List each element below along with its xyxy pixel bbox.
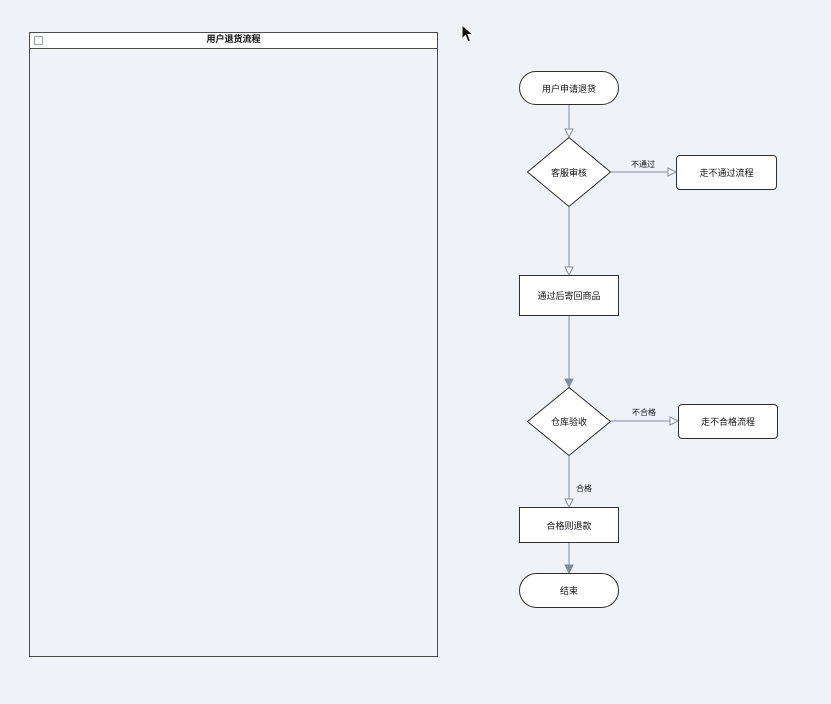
pool-title: 用户退货流程 <box>206 35 261 45</box>
node-refund[interactable]: 合格则退款 <box>519 507 619 543</box>
pool-container[interactable]: 用户退货流程 <box>29 32 438 657</box>
node-inspect[interactable]: 仓库验收 <box>527 387 611 456</box>
diamond-shape <box>527 387 611 456</box>
node-unqualified-flow[interactable]: 走不合格流程 <box>678 404 778 439</box>
node-review[interactable]: 客服审核 <box>527 137 611 207</box>
node-reject-flow[interactable]: 走不通过流程 <box>676 155 777 190</box>
node-ship-back-label: 通过后寄回商品 <box>537 292 601 302</box>
node-unqualified-flow-label: 走不合格流程 <box>700 418 755 428</box>
node-end[interactable]: 结束 <box>519 573 619 608</box>
node-start[interactable]: 用户申请退货 <box>519 71 619 105</box>
mouse-pointer-icon <box>461 24 475 43</box>
node-inspect-label: 仓库验收 <box>550 418 587 428</box>
diamond-shape <box>527 137 611 207</box>
edge-label-review-reject: 不通过 <box>630 160 656 170</box>
edge-label-inspect-qualified: 合格 <box>575 484 593 494</box>
collapse-icon[interactable] <box>34 36 43 45</box>
node-end-label: 结束 <box>559 587 578 597</box>
node-reject-flow-label: 走不通过流程 <box>699 169 754 179</box>
node-start-label: 用户申请退货 <box>541 84 596 95</box>
node-review-label: 客服审核 <box>550 168 587 179</box>
node-refund-label: 合格则退款 <box>546 521 592 532</box>
pool-header[interactable]: 用户退货流程 <box>30 33 437 49</box>
edge-label-inspect-unqualified: 不合格 <box>631 408 657 418</box>
node-ship-back[interactable]: 通过后寄回商品 <box>519 275 619 316</box>
